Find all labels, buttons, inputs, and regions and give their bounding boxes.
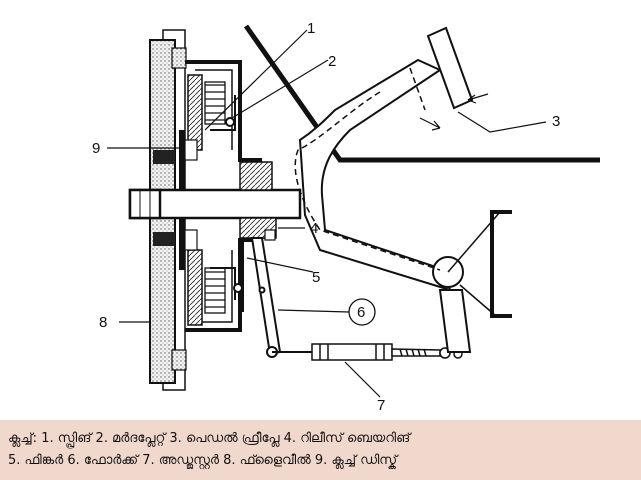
main-shaft (128, 188, 302, 220)
figure-caption: ക്ലച്ച്: 1. സ്പ്രിങ് 2. മർദപ്ലേറ്റ് 3. പ… (0, 420, 641, 480)
release-bearing (239, 161, 277, 241)
caption-line-2: 5. ഫിങ്കർ 6. ഫോർക്ക് 7. അഡ്ജസ്റ്റർ 8. ഫ്… (8, 453, 398, 468)
release-fingers (210, 95, 244, 312)
caption-line-1: ക്ലച്ച്: 1. സ്പ്രിങ് 2. മർദപ്ലേറ്റ് 3. പ… (8, 431, 411, 446)
leader-lines (107, 29, 547, 398)
label-8: 8 (99, 314, 107, 331)
floor-board (243, 24, 600, 163)
pedal-freeplay-outline (294, 67, 441, 271)
pressure-plate (187, 74, 203, 326)
label-5: 5 (312, 269, 320, 286)
label-3: 3 (552, 113, 560, 130)
release-fork (250, 237, 282, 358)
label-2: 2 (328, 53, 336, 70)
label-9: 9 (92, 140, 100, 157)
pedal-pad (426, 26, 474, 110)
label-4: 4 (310, 220, 318, 237)
freeplay-dimension (419, 93, 489, 131)
label-6: 6 (357, 304, 365, 321)
pedal-lever (298, 58, 472, 353)
springs (204, 81, 226, 314)
pedal-bracket (447, 210, 512, 318)
label-6-marker (348, 298, 376, 326)
label-7: 7 (377, 397, 385, 414)
clutch-diagram: 1 2 3 9 4 5 6 8 7 (92, 20, 600, 414)
adjuster-rod (272, 343, 463, 361)
label-1: 1 (307, 20, 315, 37)
